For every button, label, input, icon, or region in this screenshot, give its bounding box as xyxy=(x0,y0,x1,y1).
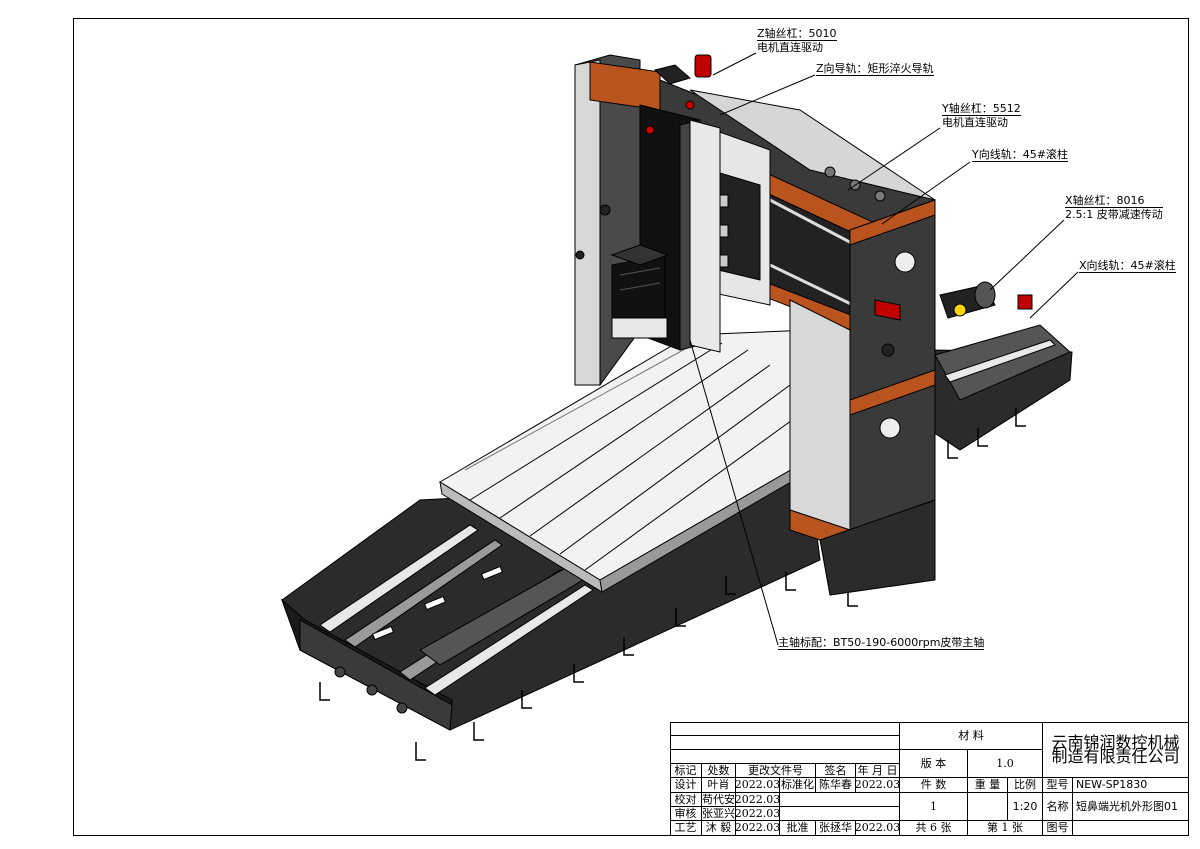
x-axis-motor xyxy=(874,281,1033,321)
callout-x-screw-line1: X轴丝杠：8016 xyxy=(1065,194,1163,208)
callout-z-screw: Z轴丝杠：5010 电机直连驱动 xyxy=(757,27,837,54)
check-name: 苟代安 xyxy=(702,793,736,807)
gantry-left-column xyxy=(574,54,661,386)
qty-label: 件 数 xyxy=(900,778,968,793)
rev-header-date: 年 月 日 xyxy=(856,764,900,778)
model-value: NEW-SP1830 xyxy=(1073,778,1189,793)
check-blank xyxy=(780,793,900,807)
scale-label: 比例 xyxy=(1008,778,1043,793)
callout-y-screw: Y轴丝杠：5512 电机直连驱动 xyxy=(942,102,1021,129)
review-label: 审核 xyxy=(670,807,702,821)
approve-name: 张拯华 xyxy=(816,821,856,836)
check-date: 2022.03 xyxy=(736,793,780,807)
version-label: 版 本 xyxy=(900,750,968,778)
process-name: 沐 毅 xyxy=(702,821,736,836)
process-date: 2022.03 xyxy=(736,821,780,836)
review-blank xyxy=(780,807,900,821)
callout-z-rail: Z向导轨：矩形淬火导轨 xyxy=(816,62,934,76)
callout-z-screw-line2: 电机直连驱动 xyxy=(757,41,823,54)
drawing-no-label: 图号 xyxy=(1043,821,1073,836)
design-name: 叶肖 xyxy=(702,778,736,793)
callout-y-screw-line2: 电机直连驱动 xyxy=(942,116,1008,129)
review-date: 2022.03 xyxy=(736,807,780,821)
design-date: 2022.03 xyxy=(736,778,780,793)
drawing-frame xyxy=(73,18,1189,836)
design-label: 设计 xyxy=(670,778,702,793)
version-value: 1.0 xyxy=(968,750,1043,778)
callout-spindle: 主轴标配：BT50-190-6000rpm皮带主轴 xyxy=(778,636,985,650)
model-label: 型号 xyxy=(1043,778,1073,793)
std-date: 2022.03 xyxy=(856,778,900,793)
callout-x-screw: X轴丝杠：8016 2.5:1 皮带减速传动 xyxy=(1065,194,1163,221)
sheet-number: 第 1 张 xyxy=(968,821,1043,836)
rev-header-docno: 更改文件号 xyxy=(736,764,816,778)
name-value: 短鼻端光机外形图01 xyxy=(1073,793,1189,821)
work-table xyxy=(439,329,811,593)
callout-x-screw-line2: 2.5:1 皮带减速传动 xyxy=(1065,208,1163,221)
callout-y-rail: Y向线轨：45#滚柱 xyxy=(972,148,1068,162)
gantry-right-column xyxy=(789,199,936,596)
rev-blank-row-3 xyxy=(670,750,900,764)
approve-date: 2022.03 xyxy=(856,821,900,836)
company-name-line2: 制造有限责任公司 xyxy=(1051,746,1180,766)
std-label: 标准化 xyxy=(780,778,816,793)
spindle-motor xyxy=(610,244,670,339)
process-label: 工艺 xyxy=(670,821,702,836)
rev-header-mark: 标记 xyxy=(670,764,702,778)
rev-header-count: 处数 xyxy=(702,764,736,778)
title-block: 标记 处数 更改文件号 签名 年 月 日 设计 叶肖 2022.03 标准化 陈… xyxy=(670,722,1189,836)
company-name-line1: 云南锦润数控机械 xyxy=(1051,732,1180,752)
company-name: 云南锦润数控机械 制造有限责任公司 xyxy=(1043,722,1189,778)
name-label: 名称 xyxy=(1043,793,1073,821)
weight-value xyxy=(968,793,1008,821)
std-name: 陈华春 xyxy=(816,778,856,793)
rev-blank-row-2 xyxy=(670,736,900,750)
material-label: 材 料 xyxy=(900,722,1043,750)
check-label: 校对 xyxy=(670,793,702,807)
approve-label: 批准 xyxy=(780,821,816,836)
review-name: 张亚兴 xyxy=(702,807,736,821)
callout-z-screw-line1: Z轴丝杠：5010 xyxy=(757,27,837,41)
drawing-no-value xyxy=(1073,821,1189,836)
rev-header-sign: 签名 xyxy=(816,764,856,778)
callout-x-rail: X向线轨：45#滚柱 xyxy=(1079,259,1176,273)
callout-y-screw-line1: Y轴丝杠：5512 xyxy=(942,102,1021,116)
sheets-total: 共 6 张 xyxy=(900,821,968,836)
qty-value: 1 xyxy=(900,793,968,821)
weight-label: 重 量 xyxy=(968,778,1008,793)
leader-lines xyxy=(689,52,1079,646)
rev-blank-row-1 xyxy=(670,722,900,736)
scale-value: 1:20 xyxy=(1008,793,1043,821)
